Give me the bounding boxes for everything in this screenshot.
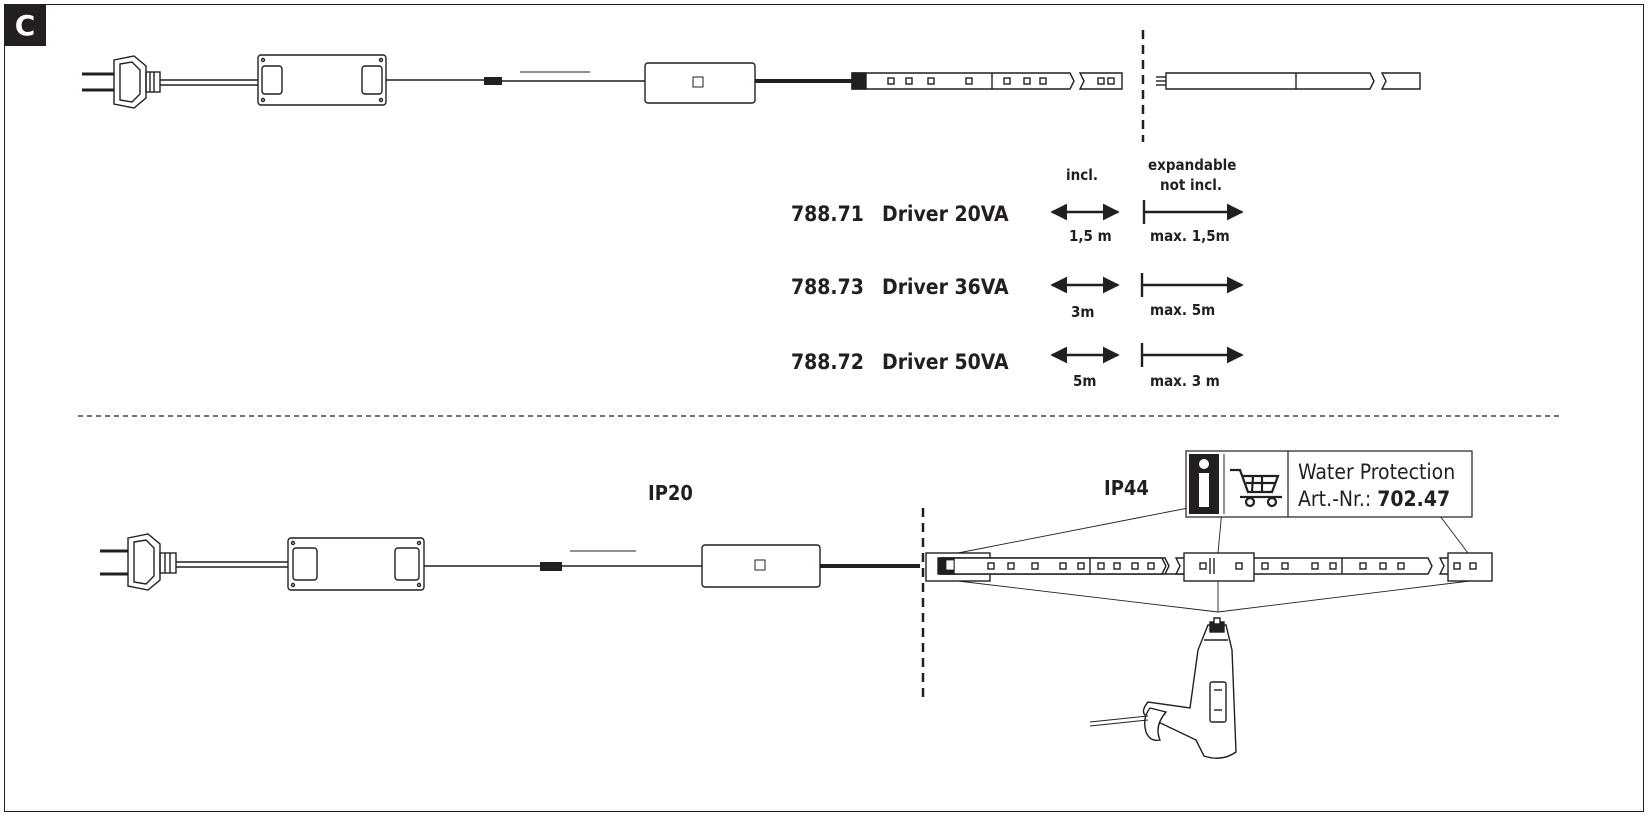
led-chip-icon xyxy=(1469,562,1477,570)
section-label: C xyxy=(4,4,46,46)
driver-box-icon xyxy=(287,537,425,591)
led-chip-icon xyxy=(1281,562,1289,570)
driver-box-icon xyxy=(257,54,387,106)
info-box xyxy=(1185,450,1473,518)
led-chip-icon xyxy=(965,77,973,85)
controller-box-icon xyxy=(644,62,756,104)
led-chip-icon xyxy=(1261,562,1269,570)
expandable-header-line2: not incl. xyxy=(1160,176,1223,194)
row-incl-length: 3m xyxy=(1071,303,1095,321)
led-chip-icon xyxy=(1113,562,1121,570)
led-chip-icon xyxy=(1031,562,1039,570)
info-box-article: Art.-Nr.: 702.47 xyxy=(1298,487,1450,511)
info-box-article-number: 702.47 xyxy=(1377,487,1451,511)
led-chip-icon xyxy=(905,77,913,85)
led-chip-icon xyxy=(1059,562,1067,570)
connector-icon xyxy=(484,77,502,85)
incl-header: incl. xyxy=(1066,166,1098,184)
row-code: 788.71 xyxy=(791,202,864,226)
figure-frame xyxy=(4,4,1644,812)
row-driver: Driver 20VA xyxy=(882,202,1009,226)
led-chip-icon xyxy=(987,562,995,570)
plug-icon xyxy=(82,55,161,109)
led-chip-icon xyxy=(1311,562,1319,570)
led-chip-icon xyxy=(1039,77,1047,85)
led-chip-icon xyxy=(1007,562,1015,570)
led-chip-icon xyxy=(1453,562,1461,570)
led-chip-icon xyxy=(1097,562,1105,570)
hot-air-gun-icon xyxy=(1089,617,1237,759)
plug-icon xyxy=(100,533,177,591)
ip20-label: IP20 xyxy=(648,481,693,505)
led-chip-icon xyxy=(1329,562,1337,570)
led-chip-icon xyxy=(1199,562,1207,570)
led-chip-icon xyxy=(927,77,935,85)
row-max-length: max. 5m xyxy=(1150,301,1216,319)
led-strip-extension-icon xyxy=(1156,72,1421,90)
row-max-length: max. 3 m xyxy=(1150,372,1220,390)
led-chip-icon xyxy=(1147,562,1155,570)
info-box-article-prefix: Art.-Nr.: xyxy=(1298,487,1378,511)
controller-box-icon xyxy=(701,544,821,588)
info-box-title: Water Protection xyxy=(1298,460,1456,484)
led-strip-icon xyxy=(851,72,1123,90)
row-code: 788.72 xyxy=(791,350,864,374)
led-chip-icon xyxy=(1077,562,1085,570)
led-chip-icon xyxy=(1107,77,1115,85)
row-incl-length: 5m xyxy=(1073,372,1097,390)
led-chip-icon xyxy=(1379,562,1387,570)
led-chip-icon xyxy=(1097,77,1105,85)
led-chip-icon xyxy=(1003,77,1011,85)
shopping-cart-icon xyxy=(1230,468,1282,508)
row-driver: Driver 50VA xyxy=(882,350,1009,374)
row-driver: Driver 36VA xyxy=(882,275,1009,299)
led-chip-icon xyxy=(1023,77,1031,85)
expandable-header-line1: expandable xyxy=(1148,156,1237,174)
length-arrows xyxy=(1050,200,1244,367)
connector-icon xyxy=(540,562,562,571)
row-max-length: max. 1,5m xyxy=(1150,227,1230,245)
callout-lines xyxy=(957,507,1471,613)
ip44-label: IP44 xyxy=(1104,476,1149,500)
row-code: 788.73 xyxy=(791,275,864,299)
row-incl-length: 1,5 m xyxy=(1069,227,1112,245)
led-chip-icon xyxy=(1397,562,1405,570)
led-chip-icon xyxy=(1131,562,1139,570)
led-chip-icon xyxy=(1235,562,1243,570)
led-chip-icon xyxy=(1359,562,1367,570)
led-strip-ip44-icon xyxy=(925,552,1493,582)
led-chip-icon xyxy=(887,77,895,85)
